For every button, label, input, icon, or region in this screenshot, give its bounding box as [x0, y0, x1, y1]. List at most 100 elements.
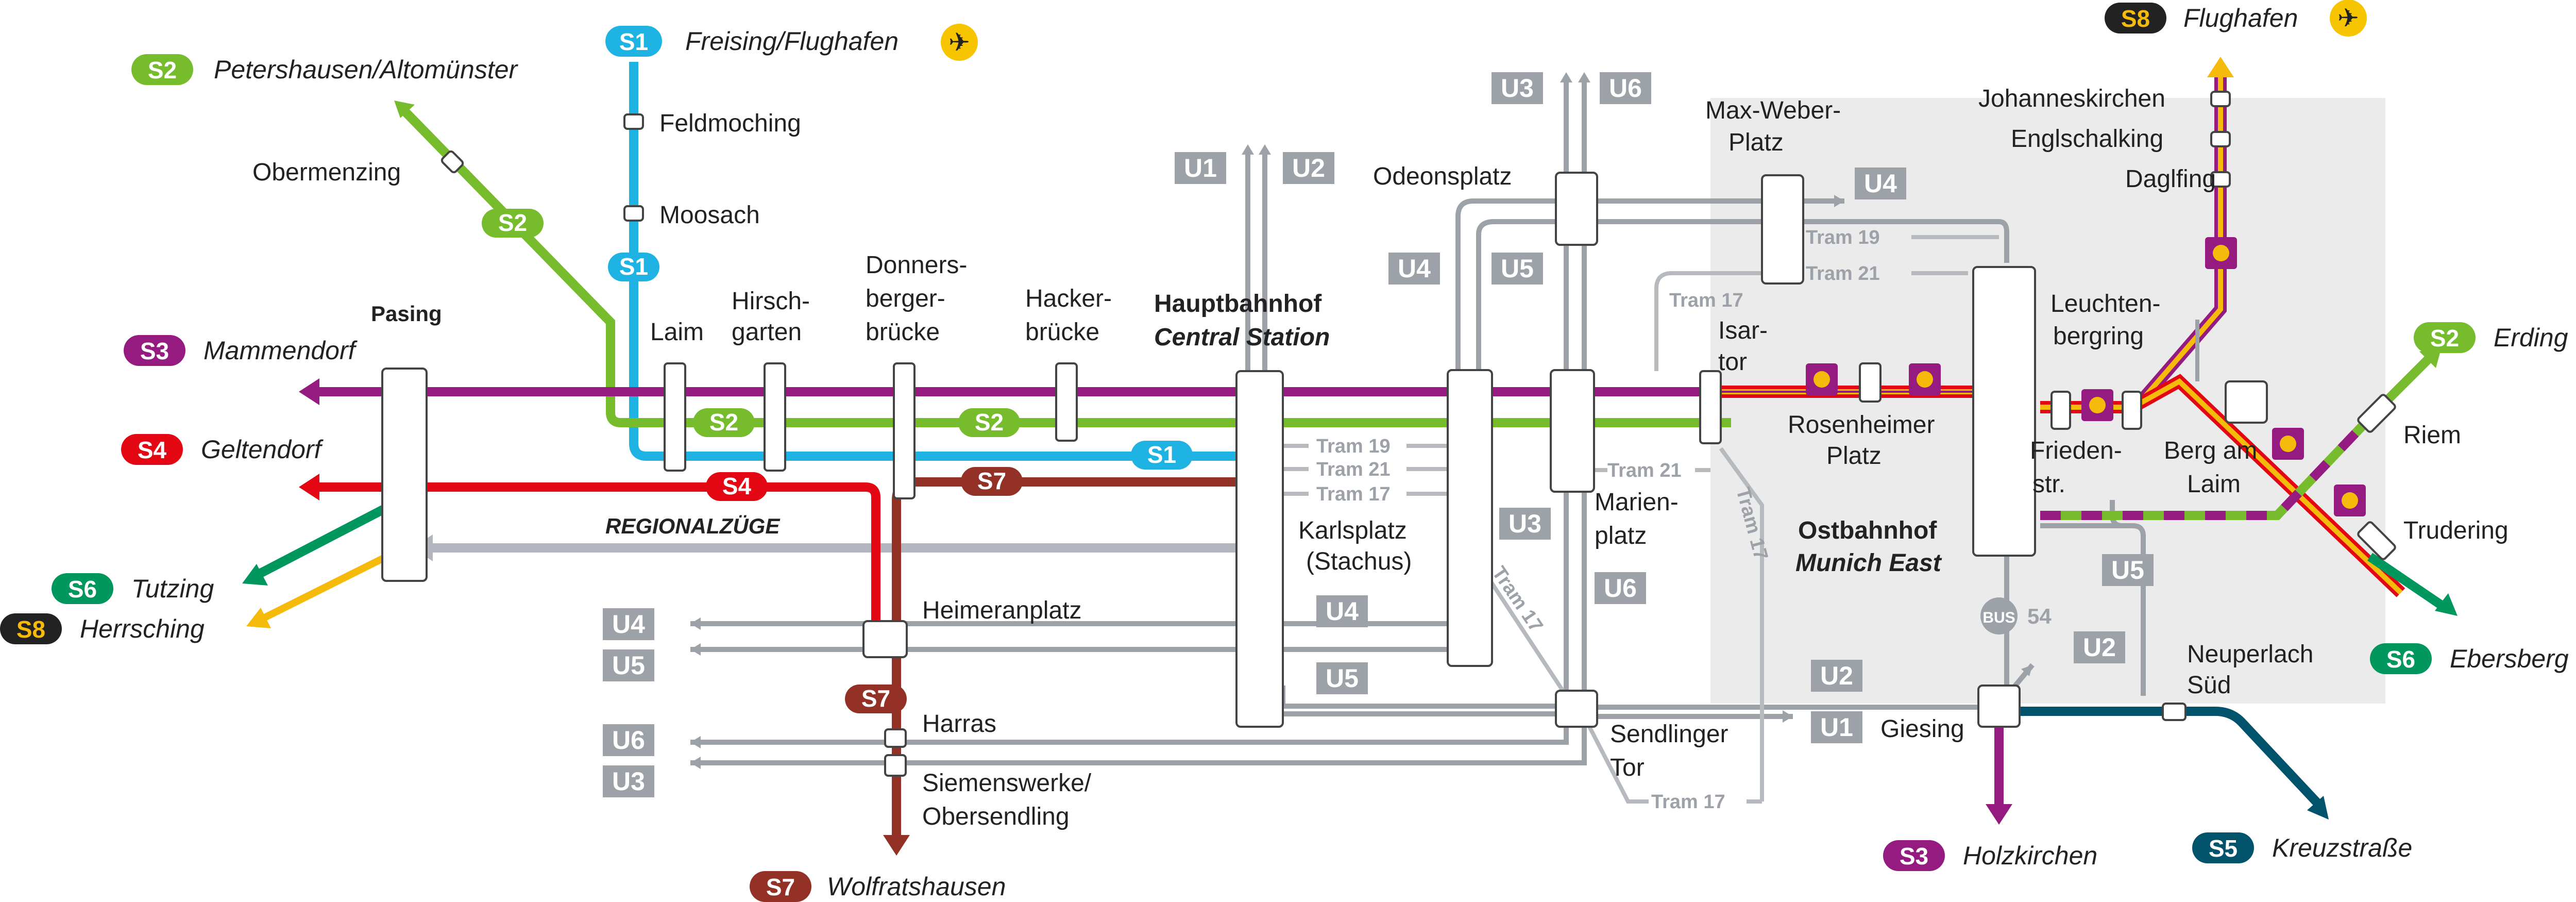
svg-text:Munich East: Munich East	[1795, 549, 1942, 577]
svg-text:Max-Weber-: Max-Weber-	[1705, 97, 1841, 124]
svg-text:Ebersberg: Ebersberg	[2450, 644, 2569, 673]
svg-text:brücke: brücke	[1025, 319, 1099, 346]
destination-s1: S1 Freising/Flughafen ✈	[605, 24, 978, 61]
station-sendlinger-tor	[1555, 690, 1598, 728]
svg-text:Englschalking: Englschalking	[2011, 125, 2163, 153]
svg-text:Laim: Laim	[650, 319, 704, 346]
svg-text:Tram 17: Tram 17	[1651, 791, 1725, 813]
svg-text:Obermenzing: Obermenzing	[252, 159, 401, 186]
svg-text:Karlsplatz: Karlsplatz	[1298, 517, 1407, 544]
station-karlsplatz	[1447, 369, 1493, 667]
svg-text:str.: str.	[2032, 471, 2065, 498]
svg-text:Donners-: Donners-	[866, 252, 967, 279]
svg-text:Tram 19: Tram 19	[1316, 436, 1391, 457]
svg-text:U2: U2	[1292, 154, 1325, 182]
bus-54: BUS 54	[1980, 597, 2052, 634]
svg-text:Obersendling: Obersendling	[922, 803, 1070, 830]
destination-s7: S7 Wolfratshausen	[750, 871, 1006, 902]
svg-text:Erding: Erding	[2494, 323, 2568, 352]
svg-text:Freising/Flughafen: Freising/Flughafen	[685, 27, 899, 56]
station-pasing	[381, 368, 428, 582]
station-laim	[664, 362, 686, 472]
svg-text:U5: U5	[612, 651, 645, 680]
s7-line	[883, 477, 1247, 856]
tram-lines	[1283, 235, 1999, 804]
svg-text:S2: S2	[498, 209, 527, 236]
svg-text:Tutzing: Tutzing	[131, 574, 214, 603]
svg-text:Central Station: Central Station	[1154, 324, 1330, 351]
stations	[381, 91, 2396, 777]
svg-text:Neuperlach: Neuperlach	[2187, 641, 2313, 668]
s4-line	[299, 474, 880, 629]
destination-s6-east: S6 Ebersberg	[2370, 643, 2569, 674]
destination-s3-west: S3 Mammendorf	[124, 335, 358, 366]
svg-text:U4: U4	[612, 610, 645, 639]
airport-icon: ✈	[941, 24, 978, 61]
svg-text:Tram 21: Tram 21	[1607, 460, 1682, 481]
svg-text:S2: S2	[709, 409, 738, 436]
svg-text:S2: S2	[2430, 325, 2459, 352]
svg-text:Pasing: Pasing	[371, 302, 442, 326]
svg-text:Flughafen: Flughafen	[2183, 4, 2298, 32]
station-daglfing	[2210, 171, 2231, 188]
svg-text:Riem: Riem	[2403, 422, 2461, 449]
station-hackerbruecke	[1055, 362, 1078, 442]
svg-text:S3: S3	[1900, 843, 1928, 870]
svg-text:S7: S7	[977, 467, 1006, 494]
station-trudering	[2357, 521, 2396, 560]
station-siemenswerke	[884, 754, 907, 777]
svg-text:U6: U6	[1604, 574, 1637, 603]
station-harras	[884, 728, 907, 748]
station-friedenstr	[2050, 391, 2071, 430]
destination-s3-south: S3 Holzkirchen	[1883, 840, 2097, 871]
svg-text:Wolfratshausen: Wolfratshausen	[827, 872, 1006, 901]
svg-text:U1: U1	[1820, 713, 1853, 742]
svg-text:S2: S2	[148, 57, 177, 83]
svg-text:Süd: Süd	[2187, 672, 2231, 699]
s8-line-west	[246, 550, 394, 628]
regional-trains	[412, 534, 1257, 561]
svg-text:Kreuzstraße: Kreuzstraße	[2272, 833, 2412, 862]
svg-text:Geltendorf: Geltendorf	[201, 435, 324, 464]
svg-text:BUS: BUS	[1982, 609, 2015, 626]
svg-text:S4: S4	[138, 437, 167, 463]
station-obermenzing	[440, 150, 464, 174]
svg-text:Giesing: Giesing	[1880, 715, 1964, 743]
s1-line	[629, 62, 1247, 461]
regional-trains-label: REGIONALZÜGE	[605, 514, 781, 538]
svg-text:S6: S6	[68, 576, 97, 603]
svg-text:Marien-: Marien-	[1595, 489, 1679, 516]
line-pills: S1 S1 S2 S2 S2 S4 S7 S7	[482, 209, 1193, 713]
svg-text:Siemenswerke/: Siemenswerke/	[922, 770, 1092, 797]
station-names: Obermenzing Feldmoching Moosach Pasing L…	[252, 85, 2509, 830]
svg-text:Hirsch-: Hirsch-	[732, 288, 810, 315]
station-odeonsplatz	[1555, 172, 1598, 246]
destination-s4: S4 Geltendorf	[121, 434, 324, 465]
svg-text:U6: U6	[1609, 74, 1642, 103]
svg-text:Tram 17: Tram 17	[1669, 290, 1743, 311]
svg-text:S2: S2	[975, 409, 1004, 436]
station-ostbahnhof	[1972, 266, 2036, 557]
svg-text:garten: garten	[732, 319, 802, 346]
svg-text:Odeonsplatz: Odeonsplatz	[1373, 163, 1512, 190]
svg-text:U3: U3	[1501, 74, 1534, 103]
svg-text:Herrsching: Herrsching	[80, 614, 205, 643]
destination-s2-east: S2 Erding	[2414, 322, 2568, 353]
destination-s8-west: S8 Herrsching	[0, 613, 205, 644]
svg-text:S1: S1	[619, 253, 648, 280]
ticket-zone-icons	[1806, 237, 2366, 516]
svg-text:(Stachus): (Stachus)	[1306, 548, 1412, 575]
svg-text:U4: U4	[1864, 169, 1897, 198]
svg-text:Hacker-: Hacker-	[1025, 285, 1112, 312]
ubahn-labels: U1 U2 U3 U6 U4 U5 U4 U3 U6 U4 U5 U4 U5 U…	[603, 72, 2154, 797]
station-donnersbergerbruecke	[893, 362, 916, 499]
station-neuperlach-sued	[2162, 703, 2187, 721]
svg-text:✈: ✈	[2337, 4, 2359, 32]
svg-text:Moosach: Moosach	[659, 202, 760, 229]
station-max-weber-platz	[1761, 174, 1804, 285]
svg-text:S6: S6	[2386, 646, 2415, 673]
airport-icon: ✈	[2330, 0, 2367, 37]
station-feldmoching	[623, 113, 644, 130]
station-isartor	[1699, 370, 1722, 444]
destination-s8-north: S8 Flughafen ✈	[2105, 0, 2367, 37]
